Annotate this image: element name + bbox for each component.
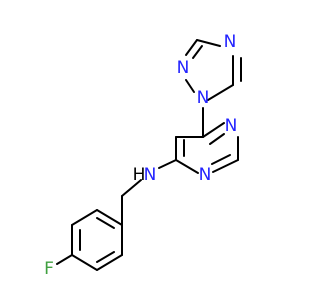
bond-pyr-c6-n1 [202, 122, 225, 138]
bond-benzene-fluorine [56, 254, 73, 265]
bond-triazole-n2-c3 [207, 84, 234, 101]
bond-pyr-n3-c4 [175, 159, 199, 174]
atom-n-pyrimidine-bottom: N [199, 165, 212, 185]
bond-triazole-c5-n1 [185, 39, 198, 56]
bond-pyr-c2-n3-double [211, 154, 231, 165]
atom-n-triazole-left: N [177, 58, 190, 78]
atom-n-amine: N [144, 165, 157, 185]
bond-benz-5-6 [96, 254, 123, 271]
pyrimidine-ring [175, 122, 239, 174]
bond-amine-ch2 [121, 179, 142, 197]
atom-n-triazole-link: N [197, 88, 210, 108]
atom-n-triazole-top: N [224, 32, 237, 52]
bond-benz-1-2-double [96, 217, 115, 229]
atom-fluorine: F [44, 259, 54, 279]
atom-h-amine: H [133, 165, 146, 185]
atom-n-pyrimidine-top: N [225, 116, 238, 136]
bond-benz-2-3 [71, 209, 98, 226]
bond-benz-1-2 [96, 209, 123, 226]
bond-benz-5-6-double [96, 251, 115, 263]
bond-pyr-c6-n1-double [209, 133, 225, 145]
bond-benz-4-5 [71, 254, 98, 271]
bond-triazole-c5-n1-double [192, 45, 203, 59]
bond-triazole-n1-n2 [185, 79, 195, 93]
triazole-ring [185, 39, 242, 101]
benzene-ring [71, 209, 123, 271]
bond-pyrimidine-amine [158, 159, 177, 169]
bond-pyr-c2-n3 [212, 159, 239, 173]
bond-triazole-n4-c5 [196, 39, 221, 47]
molecule-structure-diagram: N N N N N N H F [44, 32, 242, 279]
